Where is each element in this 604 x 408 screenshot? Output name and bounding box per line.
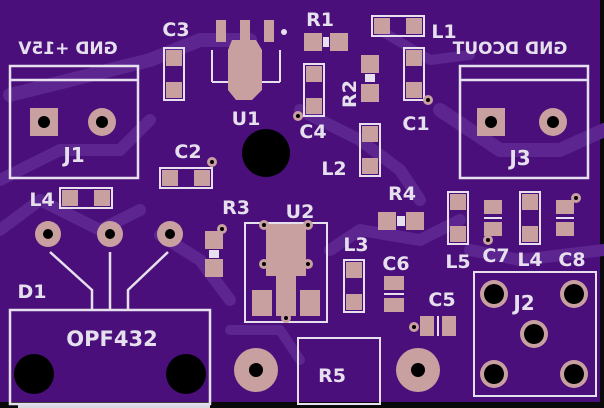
label-r3: R3 [222, 197, 250, 219]
label-d1: D1 [18, 281, 47, 303]
label-u2: U2 [286, 201, 315, 223]
resistor-r5 [234, 337, 440, 405]
label-c2: C2 [174, 141, 201, 163]
connector-j1: J1 [8, 64, 140, 180]
label-l3: L3 [343, 234, 368, 256]
label-c3: C3 [162, 19, 189, 41]
label-r2: R2 [339, 80, 361, 108]
capacitor-c5 [409, 316, 456, 336]
label-l5: L5 [445, 251, 470, 273]
label-d1-part: OPF432 [66, 327, 157, 351]
resistor-r2 [361, 55, 379, 102]
resistor-r3 [205, 224, 227, 277]
label-l4-left: L4 [29, 189, 54, 211]
label-c5: C5 [428, 289, 455, 311]
label-r4: R4 [388, 183, 416, 205]
resistor-r4 [378, 212, 424, 230]
label-l2: L2 [321, 158, 346, 180]
board-bottom-strip [18, 403, 210, 408]
label-left-connector: GND +15V [18, 39, 118, 59]
capacitor-c6 [384, 276, 404, 312]
label-c1: C1 [402, 113, 429, 135]
label-r5: R5 [318, 365, 346, 387]
mounting-hole [242, 129, 290, 177]
label-c7: C7 [482, 245, 509, 267]
label-r1: R1 [306, 9, 334, 31]
board-right-edge [600, 0, 604, 408]
ic-u2 [244, 220, 328, 323]
label-j2: J2 [511, 291, 534, 315]
connector-j3: J3 [458, 64, 590, 180]
connector-j2 [473, 271, 597, 397]
resistor-r1 [304, 33, 348, 51]
capacitor-c8 [556, 193, 581, 236]
label-right-connector: GND DCOUT [452, 39, 567, 59]
label-c4: C4 [299, 121, 326, 143]
label-c6: C6 [382, 253, 409, 275]
label-l4-right: L4 [517, 249, 542, 271]
label-j1: J1 [61, 143, 84, 167]
label-c8: C8 [558, 249, 585, 271]
label-j3: J3 [507, 146, 530, 170]
regulator-u1 [211, 20, 287, 100]
optocoupler-d1 [8, 221, 212, 406]
label-u1: U1 [232, 108, 261, 130]
capacitor-c7 [483, 200, 502, 245]
label-l1: L1 [431, 21, 456, 43]
